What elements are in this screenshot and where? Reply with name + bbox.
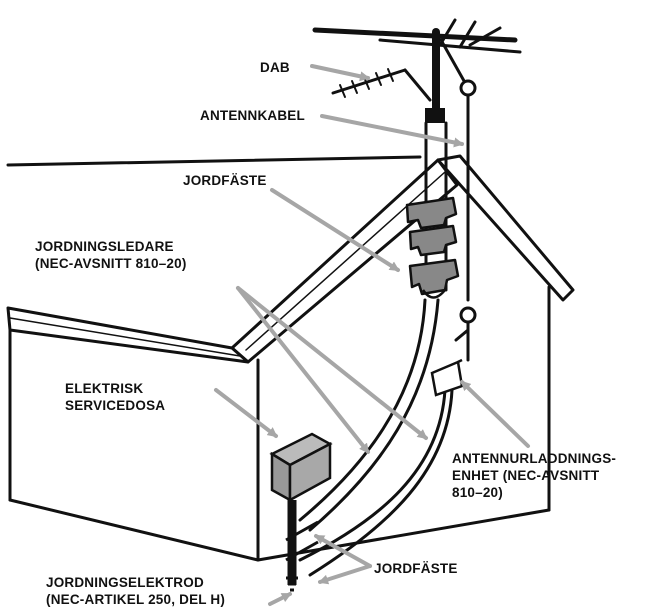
label-jordningselektrod: JORDNINGSELEKTROD (NEC-ARTIKEL 250, DEL … <box>46 575 226 607</box>
grounding-wires <box>298 298 470 577</box>
side-roof <box>6 155 422 364</box>
arrow-jordningsledare-1 <box>236 286 370 454</box>
label-antennurladdningsenhet: ANTENNURLADDNINGS- ENHET (NEC-AVSNITT 81… <box>452 451 617 500</box>
arrow-servicedosa <box>214 388 278 438</box>
antenna-mast <box>312 18 522 342</box>
arrow-discharge-unit <box>460 380 530 448</box>
label-jordningsledare: JORDNINGSLEDARE (NEC-AVSNITT 810–20) <box>35 239 187 271</box>
gable-roof <box>230 154 575 364</box>
antenna-discharge-unit <box>430 358 464 397</box>
label-dab: DAB <box>260 60 290 75</box>
leader-arrows <box>214 64 530 606</box>
arrow-jordfaste-bottom-2 <box>318 564 372 585</box>
arrow-dab <box>310 64 370 82</box>
label-jordfaste-top: JORDFÄSTE <box>183 173 267 188</box>
arrow-jordfaste-bottom-1 <box>314 534 372 568</box>
walls <box>8 285 551 562</box>
label-jordfaste-bottom: JORDFÄSTE <box>374 561 458 576</box>
mast-ground-clamps <box>405 196 460 299</box>
service-box <box>269 432 333 503</box>
label-antennkabel: ANTENNKABEL <box>200 108 305 123</box>
arrow-jordfaste-top <box>270 188 400 272</box>
arrow-antennkabel <box>320 114 464 148</box>
house <box>6 154 575 562</box>
arrow-jordningsledare-2 <box>236 286 428 440</box>
label-elektrisk-servicedosa: ELEKTRISK SERVICEDOSA <box>65 381 166 413</box>
ground-electrode <box>285 500 319 592</box>
arrow-jordningselektrod <box>268 592 292 606</box>
